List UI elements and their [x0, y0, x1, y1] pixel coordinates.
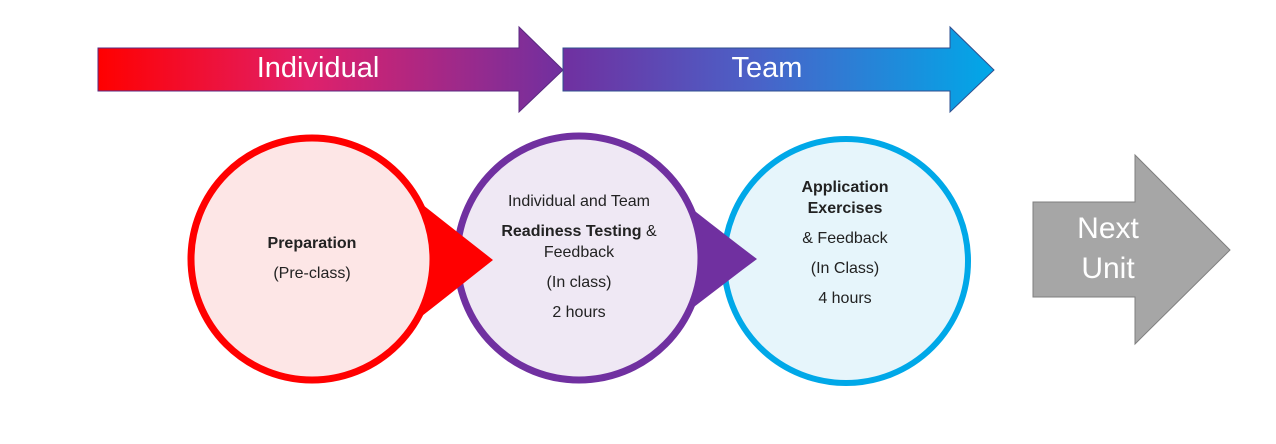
next-unit-line1: Next — [1077, 212, 1139, 245]
readiness-duration: 2 hours — [552, 304, 606, 322]
application-title-line1: Application — [801, 179, 889, 196]
next-unit-label: Next Unit — [1058, 209, 1158, 289]
team-phase-arrow — [562, 25, 995, 114]
readiness-title-line: Readiness Testing & — [477, 221, 681, 242]
next-unit-line2: Unit — [1081, 251, 1135, 285]
application-timing: (In Class) — [810, 260, 880, 278]
readiness-title-suffix: & — [645, 223, 657, 241]
readiness-title: Readiness Testing — [501, 223, 642, 241]
application-title-line2: Exercises — [807, 200, 883, 218]
readiness-text: Individual and Team Readiness Testing & … — [477, 191, 681, 324]
application-duration: 4 hours — [818, 290, 872, 308]
next-unit-arrow — [1032, 153, 1231, 346]
preparation-text: Preparation (Pre-class) — [212, 233, 412, 284]
preparation-circle — [187, 134, 437, 384]
individual-phase-arrow — [97, 25, 564, 114]
application-text: Application Exercises & Feedback (In Cla… — [745, 177, 945, 310]
readiness-intro: Individual and Team — [507, 193, 651, 210]
preparation-title: Preparation — [267, 235, 357, 252]
individual-phase-label: Individual — [256, 52, 380, 84]
team-phase-label: Team — [731, 52, 803, 84]
readiness-feedback: Feedback — [543, 244, 615, 262]
readiness-timing: (In class) — [546, 274, 612, 292]
application-feedback: & Feedback — [802, 230, 888, 248]
preparation-timing: (Pre-class) — [273, 265, 351, 283]
